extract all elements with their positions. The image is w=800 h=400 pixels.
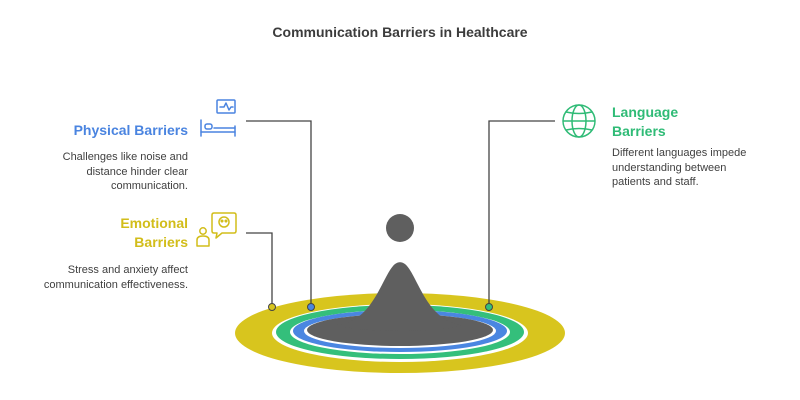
drop-circle [386,214,414,242]
globe-icon [562,104,596,138]
emotional-barriers-heading: Emotional Barriers [120,215,188,250]
language-barriers-description: Different languages impede understanding… [612,147,747,188]
splash-peak [337,262,463,331]
emotional-barriers-description: Stress and anxiety affect communication … [43,264,188,291]
hospital-bed-monitor-icon [200,99,236,137]
physical-barriers-heading: Physical Barriers [73,122,188,138]
physical-barriers-description: Challenges like noise and distance hinde… [62,151,188,192]
language-connector-dot [485,303,493,311]
physical-connector-dot [307,303,315,311]
physical-connector [246,120,312,307]
person-thought-bubble-icon [196,212,237,247]
language-barriers-heading: Language Barriers [612,104,679,139]
language-connector [488,120,555,307]
diagram-title: Communication Barriers in Healthcare [272,24,528,40]
emotional-connector-dot [268,303,276,311]
emotional-connector [246,232,273,307]
